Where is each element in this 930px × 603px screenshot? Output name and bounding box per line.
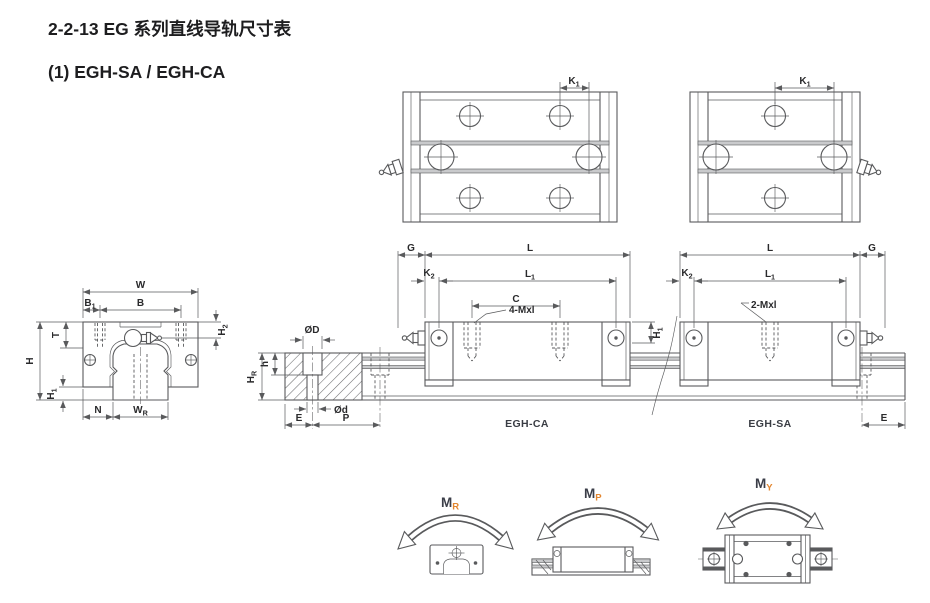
egh-ca-dims: G L K2 L1 C 4-Mxl H1 EGH-CA [397, 243, 665, 430]
moment-diagrams: MR MP [397, 476, 838, 584]
break-line [651, 315, 678, 416]
dim-label-k2-sa: K2 [681, 268, 692, 281]
grease-nipple-icon [856, 158, 884, 181]
dim-label-h: H [25, 357, 36, 364]
dim-label-od: ØD [305, 325, 320, 336]
dim-label-h1-side: H1 [652, 327, 665, 338]
grease-nipple-icon [123, 328, 163, 348]
dim-label-b1: B1 [84, 298, 95, 311]
moment-yaw-diagram: MY [698, 476, 838, 584]
dim-label-e-left: E [296, 413, 303, 424]
block-front-icon [429, 544, 484, 575]
rail-section-dims: ØD Ød HR h E P E [246, 325, 906, 429]
dim-label-g-sa: G [868, 243, 876, 254]
flange-threaded-holes [94, 323, 187, 347]
dim-label-l1-sa: L1 [765, 269, 775, 282]
dim-label-t: T [51, 332, 62, 338]
arrowhead [804, 511, 824, 530]
dim-label-h-small: h [260, 361, 271, 367]
top-view-egh-ca: K1 [376, 76, 618, 223]
grease-nipple-icon [401, 330, 426, 346]
label-my: MY [755, 476, 773, 494]
dim-label-od-small: Ød [334, 405, 348, 416]
arrowhead [716, 511, 736, 530]
threaded-hole [463, 322, 481, 362]
label-4-mxl: 4-Mxl [509, 305, 535, 316]
arrowhead [536, 522, 557, 541]
end-seal-holes [699, 140, 851, 174]
rail-bolt-hole [370, 347, 390, 429]
arrowhead [639, 522, 660, 541]
block-egh-ca-side [401, 321, 631, 387]
rail-cross-section [284, 346, 363, 429]
arrowhead [397, 530, 417, 550]
block-top-icon [698, 534, 838, 584]
block-label-egh-ca: EGH-CA [505, 418, 549, 430]
dim-label-l-sa: L [767, 243, 773, 254]
dim-label-e-right: E [881, 413, 888, 424]
label-2-mxl: 2-Mxl [751, 300, 777, 311]
dim-label-k1-ca: K1 [568, 76, 579, 89]
label-mr: MR [441, 495, 459, 513]
top-view-egh-sa: K1 [689, 76, 884, 223]
dim-label-g-ca: G [407, 243, 415, 254]
egh-sa-dims: L G K2 L1 2-Mxl EGH-SA [666, 243, 886, 430]
moment-pitch-diagram: MP [531, 486, 660, 576]
mounting-holes [456, 102, 574, 212]
section-subtitle: (1) EGH-SA / EGH-CA [48, 62, 226, 82]
label-mp: MP [584, 486, 602, 504]
dim-label-hr: HR [246, 370, 259, 383]
end-seal-holes [424, 140, 606, 174]
grease-nipple-icon [859, 330, 884, 346]
dim-label-l-ca: L [527, 243, 533, 254]
dim-label-l1-ca: L1 [525, 269, 535, 282]
moment-roll-diagram: MR [397, 495, 514, 575]
threaded-hole [551, 322, 569, 362]
dim-label-h1: H1 [46, 388, 59, 399]
block-side-icon [531, 546, 651, 576]
threaded-hole [761, 322, 779, 362]
block-egh-sa-side [679, 321, 884, 387]
dim-label-p: P [343, 413, 350, 424]
dim-label-w: W [136, 280, 146, 291]
side-assembly-view: ØD Ød HR h E P E [246, 243, 906, 430]
mounting-holes [761, 102, 789, 212]
arrowhead [494, 530, 514, 550]
grease-nipple-icon [376, 158, 404, 181]
dim-label-h2: H2 [217, 324, 230, 335]
front-section-view: W B1 B T H H1 H2 N [25, 280, 230, 420]
dim-label-k2-ca: K2 [423, 268, 434, 281]
page-title: 2-2-13 EG 系列直线导轨尺寸表 [48, 19, 292, 39]
dim-label-b: B [137, 298, 144, 309]
block-label-egh-sa: EGH-SA [748, 418, 791, 430]
dim-label-k1-sa: K1 [799, 76, 810, 89]
dim-label-n: N [94, 405, 101, 416]
dim-label-c: C [512, 294, 519, 305]
dim-label-wr: WR [133, 405, 148, 418]
